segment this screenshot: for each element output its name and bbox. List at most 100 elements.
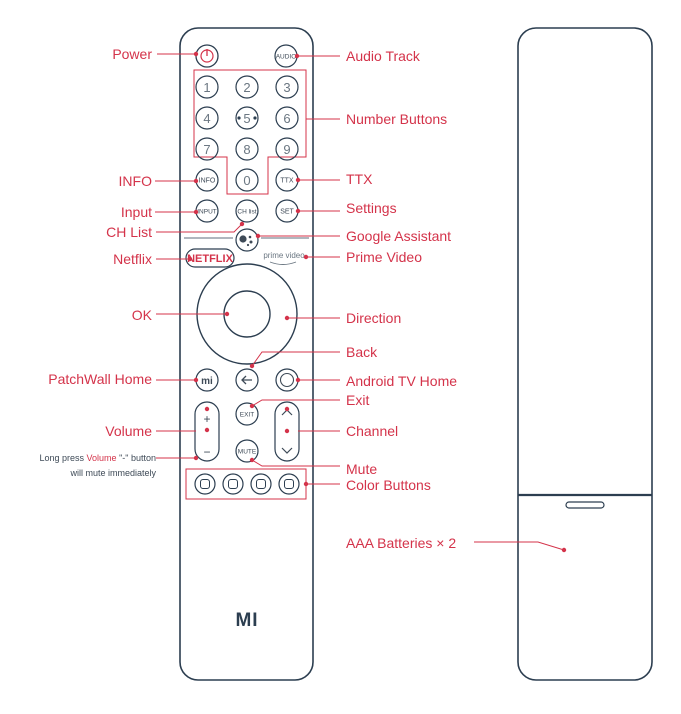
label-power: Power — [112, 46, 152, 62]
key-5-dot-left — [237, 116, 241, 120]
note-highlight: Volume — [86, 453, 117, 463]
svg-text:NETFLIX: NETFLIX — [187, 253, 233, 265]
chlist-button: CH list — [235, 199, 259, 223]
info-button: INFO — [195, 168, 219, 192]
color-button-4 — [278, 473, 300, 495]
key-8 — [235, 137, 259, 161]
number-buttons-outline — [193, 69, 307, 195]
svg-text:3: 3 — [283, 80, 290, 95]
label-volume: Volume — [105, 423, 152, 439]
svg-text:EXIT: EXIT — [240, 412, 254, 419]
key-2 — [235, 75, 259, 99]
svg-text:SET: SET — [280, 209, 294, 216]
label-netflix: Netflix — [113, 251, 152, 267]
label-settings: Settings — [346, 200, 397, 216]
prime-video-button: prime video — [263, 251, 305, 265]
left-callout-lines — [155, 53, 243, 459]
prime-smile-icon — [269, 261, 297, 265]
label-ttx: TTX — [346, 171, 373, 187]
key-0 — [235, 168, 259, 192]
label-google-assistant: Google Assistant — [346, 228, 452, 244]
number-keypad: 1 2 3 4 5 6 7 8 9 0 — [195, 75, 299, 192]
color-button-1 — [194, 473, 216, 495]
label-info: INFO — [118, 173, 152, 189]
svg-text:9: 9 — [283, 142, 290, 157]
key-4 — [195, 106, 219, 130]
svg-text:7: 7 — [203, 142, 210, 157]
label-back: Back — [346, 344, 378, 360]
svg-text:INPUT: INPUT — [197, 209, 217, 216]
label-ch-list: CH List — [106, 224, 152, 240]
patchwall-button: mi — [195, 368, 219, 392]
ttx-button: TTX — [275, 168, 299, 192]
svg-text:4: 4 — [203, 111, 210, 126]
note-suffix: "-" button — [119, 453, 156, 463]
color-buttons — [194, 473, 300, 495]
svg-text:8: 8 — [243, 142, 250, 157]
svg-text:2: 2 — [243, 80, 250, 95]
home-circle-icon — [279, 372, 295, 388]
remote-front-body — [179, 27, 314, 681]
label-direction: Direction — [346, 310, 402, 326]
key-5 — [235, 106, 259, 130]
mi-logo: MI — [235, 610, 258, 631]
label-batteries: AAA Batteries × 2 — [346, 535, 457, 551]
google-assistant-button — [235, 228, 259, 252]
color-button-3 — [250, 473, 272, 495]
key-1 — [195, 75, 219, 99]
back-button — [235, 368, 259, 392]
svg-text:0: 0 — [243, 173, 250, 188]
key-6 — [275, 106, 299, 130]
ok-button — [223, 290, 271, 338]
label-exit: Exit — [346, 392, 370, 408]
right-callout-lines — [251, 55, 565, 551]
label-number-buttons: Number Buttons — [346, 111, 448, 127]
svg-text:INFO: INFO — [199, 178, 216, 185]
exit-button: EXIT — [235, 402, 259, 426]
note-prefix: Long press — [39, 453, 85, 463]
power-button — [195, 44, 219, 68]
remote-back-body — [517, 27, 653, 681]
chevron-down-icon — [281, 447, 293, 454]
svg-text:MUTE: MUTE — [238, 449, 257, 456]
label-patchwall-home: PatchWall Home — [48, 371, 152, 387]
svg-text:prime video: prime video — [263, 251, 305, 260]
back-arrow-icon — [241, 375, 252, 385]
svg-text:−: − — [203, 445, 210, 459]
note-line2: will mute immediately — [70, 468, 156, 478]
label-channel: Channel — [346, 423, 399, 439]
key-7 — [195, 137, 219, 161]
key-3 — [275, 75, 299, 99]
android-tv-home-button — [275, 368, 299, 392]
mute-button: MUTE — [235, 439, 259, 463]
label-ok: OK — [131, 307, 152, 323]
label-color-buttons: Color Buttons — [346, 477, 431, 493]
battery-cover-latch — [565, 501, 605, 509]
label-audio-track: Audio Track — [346, 48, 420, 64]
label-android-tv-home: Android TV Home — [346, 373, 458, 389]
svg-text:6: 6 — [283, 111, 290, 126]
input-button: INPUT — [195, 199, 219, 223]
label-mute: Mute — [346, 461, 378, 477]
color-button-2 — [222, 473, 244, 495]
netflix-button: NETFLIX — [185, 248, 235, 268]
svg-text:TTX: TTX — [280, 178, 294, 185]
svg-text:CH list: CH list — [237, 209, 256, 216]
svg-text:5: 5 — [243, 111, 250, 126]
svg-text:1: 1 — [203, 80, 210, 95]
set-button: SET — [275, 199, 299, 223]
key-5-dot-right — [253, 116, 257, 120]
svg-text:AUDIO: AUDIO — [276, 54, 297, 61]
left-callout-dots — [187, 51, 245, 461]
volume-mute-note: Long press Volume "-" button will mute i… — [4, 451, 156, 481]
label-prime-video: Prime Video — [346, 249, 423, 265]
right-callout-dots — [249, 53, 567, 553]
label-input: Input — [120, 204, 152, 220]
audio-button: AUDIO — [274, 44, 298, 68]
assistant-icon — [239, 235, 247, 243]
svg-text:+: + — [203, 412, 210, 426]
svg-text:mi: mi — [201, 376, 213, 387]
key-9 — [275, 137, 299, 161]
